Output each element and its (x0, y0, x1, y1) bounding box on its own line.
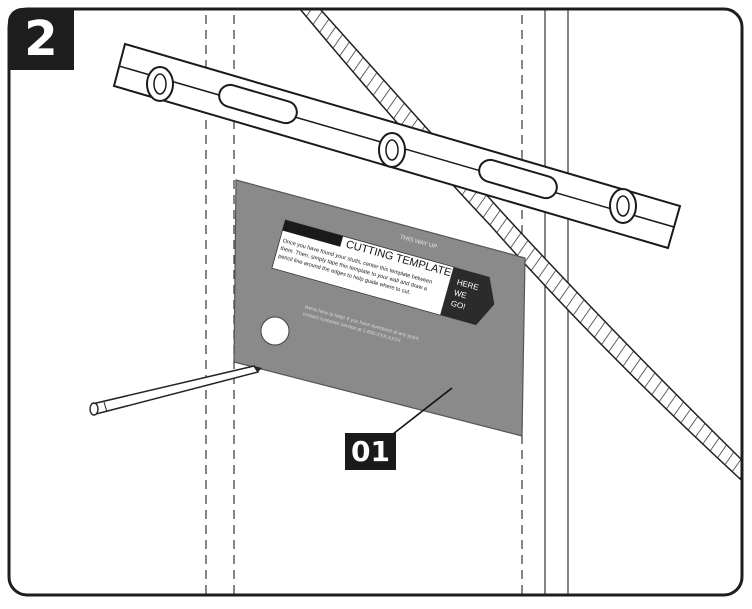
part-label-01: 01 (345, 433, 396, 470)
cutting-template: THIS WAY UP CUTTING TEMPLATE Once you ha… (233, 179, 526, 437)
arrow-line-2: WE (453, 288, 468, 300)
level-icon (112, 42, 682, 250)
template-hole-icon (260, 316, 290, 346)
wall-stud-lines (205, 9, 569, 595)
step-number-badge: 2 (8, 8, 74, 70)
pencil-icon (89, 365, 262, 416)
step-frame (7, 7, 744, 597)
arrow-line-3: GO! (450, 299, 467, 312)
